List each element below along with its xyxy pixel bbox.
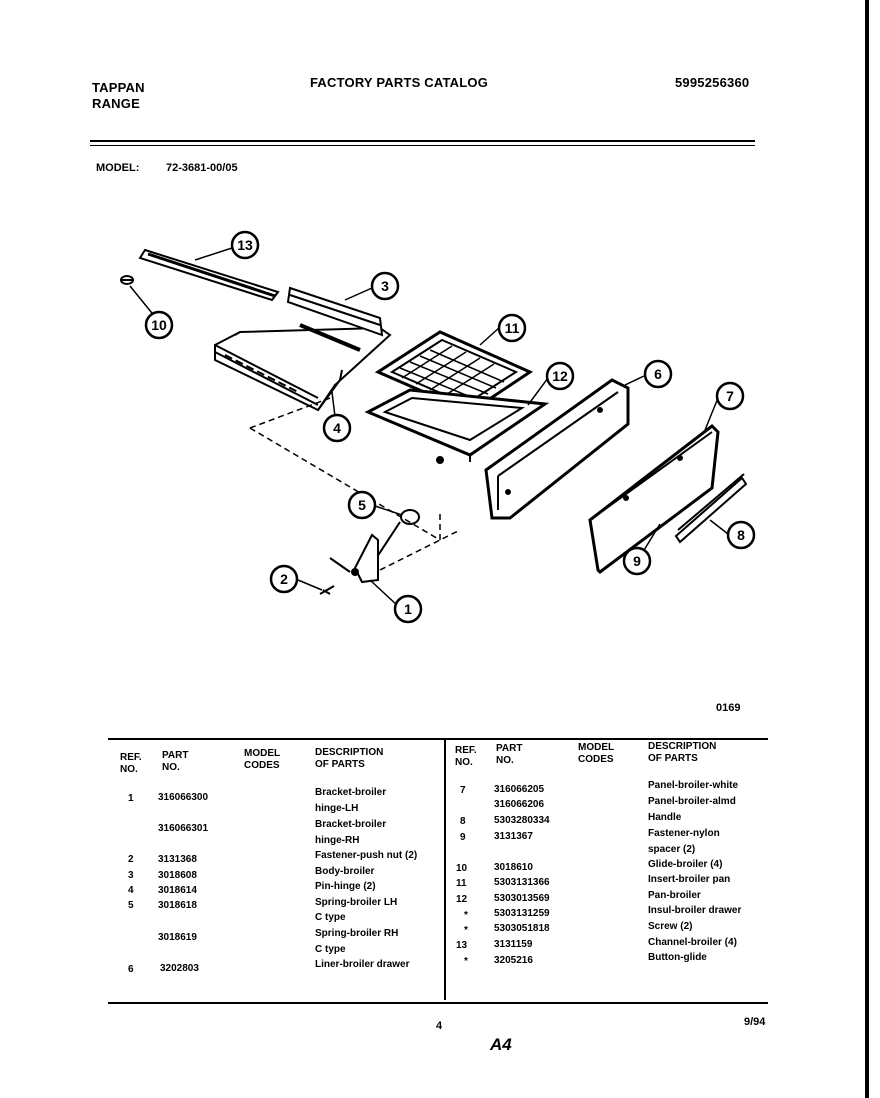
svg-text:4: 4 xyxy=(333,420,341,436)
callout-5: 5 xyxy=(347,490,377,520)
handle-part xyxy=(674,473,748,544)
callout-1: 1 xyxy=(393,594,423,624)
svg-text:10: 10 xyxy=(151,317,167,333)
bracket-broiler-part xyxy=(329,533,379,584)
svg-text:2: 2 xyxy=(280,571,288,587)
page-border-right xyxy=(865,0,869,1098)
svg-text:11: 11 xyxy=(505,320,520,336)
callout-4: 4 xyxy=(322,413,352,443)
panel-broiler-part xyxy=(588,424,720,574)
section-label: A4 xyxy=(490,1035,512,1054)
channel-broiler-part xyxy=(138,248,280,302)
svg-text:6: 6 xyxy=(654,366,662,382)
liner-outline xyxy=(249,397,461,571)
svg-text:12: 12 xyxy=(552,368,568,384)
pan-broiler-part xyxy=(364,388,550,462)
callout-2: 2 xyxy=(269,564,299,594)
header-rule-thin xyxy=(90,145,755,146)
callout-9: 9 xyxy=(622,546,652,576)
callout-3: 3 xyxy=(370,271,400,301)
svg-text:7: 7 xyxy=(726,388,734,404)
svg-text:5: 5 xyxy=(358,497,366,513)
parts-table xyxy=(108,738,768,1004)
liner-broiler-drawer-part xyxy=(484,378,630,520)
header-rule xyxy=(90,140,755,142)
brand-line-2: RANGE xyxy=(92,96,140,111)
button-glide-part xyxy=(120,275,134,285)
svg-text:9: 9 xyxy=(633,553,641,569)
page-number: 4 xyxy=(436,1020,443,1032)
brand-line-1: TAPPAN xyxy=(92,80,145,95)
svg-text:3: 3 xyxy=(381,278,389,294)
exploded-parts-diagram: 13 10 3 4 11 12 6 7 8 9 5 2 1 xyxy=(120,230,756,624)
diagram-code: 0169 xyxy=(716,702,741,714)
callout-6: 6 xyxy=(643,359,673,389)
header-ref-left: REF.NO. xyxy=(120,752,142,775)
callout-8: 8 xyxy=(726,520,756,550)
model-number: 72-3681-00/05 xyxy=(166,162,238,174)
catalog-title: FACTORY PARTS CATALOG xyxy=(310,75,489,90)
model-label: MODEL: xyxy=(96,162,140,174)
catalog-number: 5995256360 xyxy=(675,75,750,90)
callout-11: 11 xyxy=(497,313,527,343)
svg-text:1: 1 xyxy=(404,601,412,617)
svg-text:8: 8 xyxy=(737,527,745,543)
fastener-push-nut-part xyxy=(319,585,335,595)
header-ref-right: REF.NO. xyxy=(455,745,477,768)
spring-broiler-part xyxy=(374,509,420,561)
callout-10: 10 xyxy=(144,310,174,340)
body-broiler-part xyxy=(214,286,392,412)
svg-text:13: 13 xyxy=(237,237,253,253)
table-column-divider xyxy=(444,738,446,1000)
callout-12: 12 xyxy=(545,361,575,391)
callout-13: 13 xyxy=(230,230,260,260)
callout-7: 7 xyxy=(715,381,745,411)
revision-date: 9/94 xyxy=(744,1016,766,1028)
